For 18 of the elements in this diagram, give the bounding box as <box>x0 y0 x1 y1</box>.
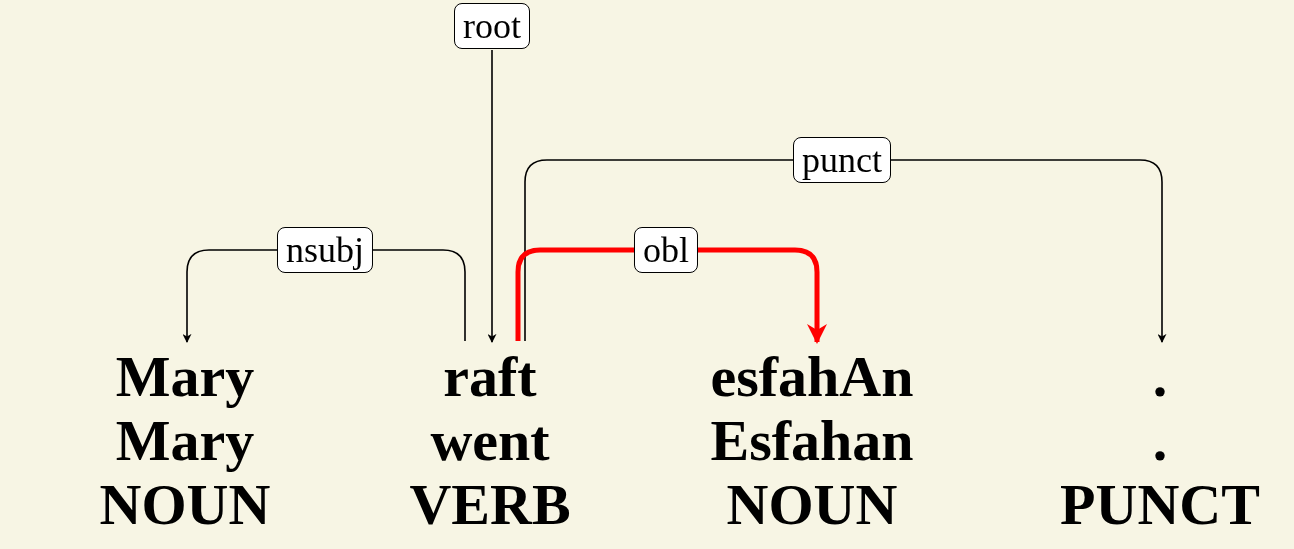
gloss: Esfahan <box>710 409 914 473</box>
edge-label: punct <box>793 137 891 183</box>
dependency-arrow <box>487 49 497 343</box>
dependency-arrow <box>524 159 1167 343</box>
edge-label: root <box>454 3 530 49</box>
edge-label: nsubj <box>277 227 373 273</box>
pos-tag: VERB <box>409 473 571 537</box>
pos-tag: PUNCT <box>1060 473 1260 537</box>
word: Mary <box>115 345 255 409</box>
word: . <box>1152 345 1168 409</box>
pos-tag: NOUN <box>726 473 898 537</box>
gloss: Mary <box>115 409 255 473</box>
pos-tag: NOUN <box>99 473 271 537</box>
word: esfahAn <box>710 345 914 409</box>
gloss: . <box>1152 409 1168 473</box>
gloss: went <box>430 409 550 473</box>
edge-label: obl <box>634 227 698 273</box>
word: raft <box>443 345 537 409</box>
